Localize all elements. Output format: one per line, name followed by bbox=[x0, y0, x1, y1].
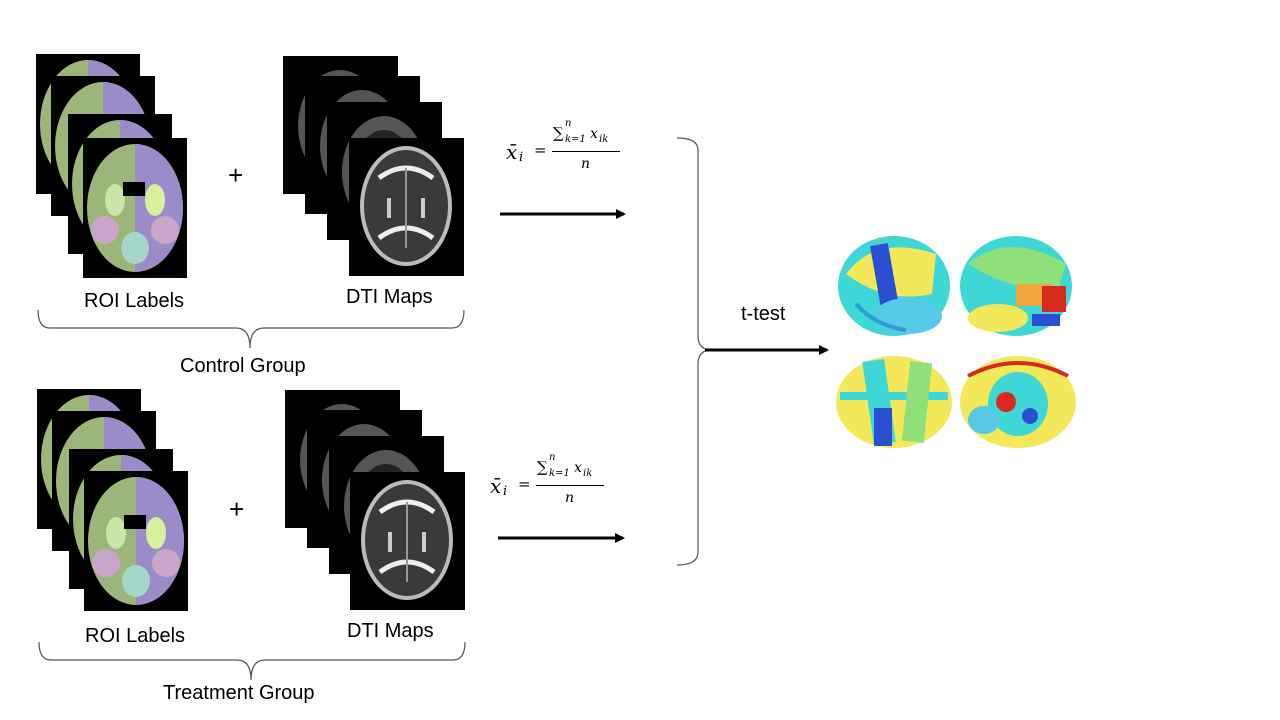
control-roi-label: ROI Labels bbox=[84, 290, 185, 312]
formula-denominator: n bbox=[581, 156, 591, 172]
formula-term: x bbox=[590, 126, 598, 142]
formula-lhs: x̄ bbox=[506, 140, 518, 164]
dti-slice-front bbox=[349, 138, 464, 276]
formula-term: x bbox=[574, 460, 582, 476]
brain-lateral-right bbox=[960, 236, 1072, 336]
formula-sum-upper: n bbox=[565, 118, 572, 129]
formula-sum-upper: n bbox=[549, 452, 556, 463]
control-dti-stack bbox=[283, 56, 464, 276]
treatment-plus-sign: + bbox=[229, 494, 245, 524]
formula-sum: ∑ bbox=[537, 458, 548, 476]
brain-bottom-view bbox=[960, 356, 1076, 448]
treatment-group-label: Treatment Group bbox=[163, 682, 315, 704]
formula-fraction-bar bbox=[536, 485, 604, 486]
formula-sum: ∑ bbox=[553, 124, 564, 142]
dti-slice-front bbox=[350, 472, 465, 610]
roi-slice-front bbox=[83, 138, 187, 278]
formula-fraction-bar bbox=[552, 151, 620, 152]
treatment-roi-stack bbox=[37, 389, 188, 611]
control-group-brace bbox=[37, 309, 465, 349]
formula-lhs-sub: i bbox=[519, 150, 524, 165]
treatment-dti-label: DTI Maps bbox=[347, 620, 434, 642]
treatment-roi-label: ROI Labels bbox=[85, 625, 186, 647]
control-roi-stack bbox=[36, 54, 187, 278]
formula-equals: = bbox=[518, 475, 531, 493]
formula-sum-lower: k=1 bbox=[549, 468, 570, 479]
formula-sum-lower: k=1 bbox=[565, 134, 586, 145]
treatment-dti-stack bbox=[285, 390, 465, 610]
formula-term-sub: ik bbox=[599, 134, 609, 145]
control-plus-sign: + bbox=[228, 160, 244, 190]
brain-top-view bbox=[836, 356, 952, 448]
t-test-label: t-test bbox=[741, 303, 786, 325]
formula-lhs-sub: i bbox=[503, 484, 508, 499]
formula-lhs: x̄ bbox=[490, 474, 502, 498]
t-test-result-brains bbox=[836, 236, 1076, 448]
brain-lateral-left bbox=[838, 236, 950, 336]
formula-denominator: n bbox=[565, 490, 575, 506]
formula-term-sub: ik bbox=[583, 468, 593, 479]
treatment-group-brace bbox=[38, 641, 466, 681]
control-dti-label: DTI Maps bbox=[346, 286, 433, 308]
formula-equals: = bbox=[534, 141, 547, 159]
control-group-label: Control Group bbox=[180, 355, 306, 377]
roi-slice-front bbox=[84, 471, 188, 611]
